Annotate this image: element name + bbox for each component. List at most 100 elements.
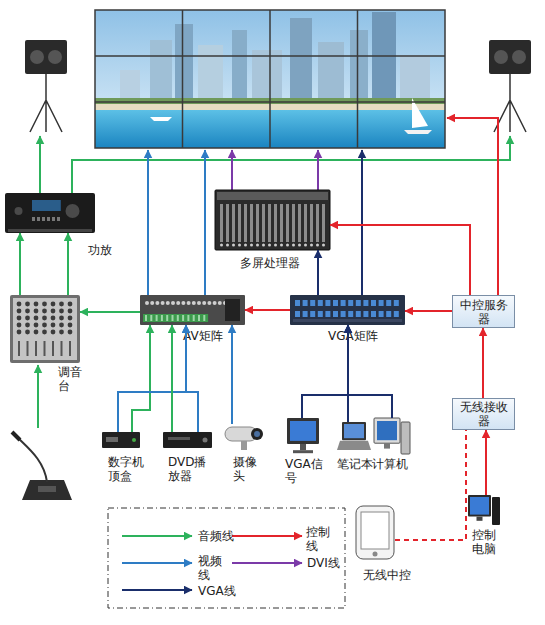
device-part (25, 330, 30, 335)
device-part (47, 217, 50, 221)
device-part (250, 244, 253, 247)
equipment-wires (38, 118, 510, 428)
device-part (251, 428, 263, 440)
signal-line (347, 325, 349, 422)
device-part (51, 302, 56, 307)
device-part (25, 323, 30, 328)
device-part (171, 301, 175, 305)
computer: 计算机 (374, 418, 410, 454)
device-part (373, 552, 378, 557)
device-part (34, 323, 39, 328)
device-icon (10, 295, 80, 363)
device-part (42, 217, 45, 221)
legend-line-sample (122, 562, 192, 564)
device-part (198, 315, 200, 321)
device-part (333, 311, 338, 317)
device-part (42, 316, 47, 321)
set-top-box: 数字机顶盒 (102, 432, 140, 448)
device-part (274, 244, 277, 247)
laptop: 笔记本 (337, 422, 371, 450)
device-part (193, 315, 195, 321)
legend-line-sample (232, 535, 302, 537)
signal-line (330, 225, 470, 295)
device-part (377, 421, 397, 440)
device-part (322, 204, 325, 242)
device-part (238, 204, 241, 242)
device-label: 无线中控 (363, 568, 423, 582)
device-icon (163, 432, 212, 448)
device-part (52, 217, 55, 221)
device-part (232, 204, 235, 242)
device-part (17, 302, 22, 307)
boat (150, 117, 172, 121)
device-label-block: 控制电脑 (472, 528, 500, 556)
device-part (18, 341, 20, 356)
device-label: VGA矩阵 (328, 329, 388, 343)
amplifier: 功放 (5, 193, 95, 233)
legend-line-sample (122, 535, 192, 537)
bezel (269, 10, 271, 148)
device-part (342, 422, 366, 440)
device-part (213, 301, 217, 305)
video-wire (147, 150, 149, 295)
device-part (348, 300, 353, 306)
control-computer: 控制电脑 (468, 495, 500, 525)
signal-line (19, 233, 21, 295)
device-part (348, 311, 353, 317)
device-label: DVD播放器 (168, 455, 210, 483)
device-part (187, 315, 189, 321)
device-part (51, 316, 56, 321)
device-part (34, 302, 39, 307)
device-part (274, 204, 277, 242)
device-part (280, 204, 283, 242)
device-part (232, 244, 235, 247)
device-part (150, 301, 154, 305)
device-part (34, 316, 39, 321)
signal-line (348, 325, 392, 418)
device-part (37, 217, 40, 221)
device-part (150, 315, 152, 321)
device-part (102, 432, 140, 448)
device-part (145, 315, 147, 321)
device-part (32, 217, 35, 221)
device-part (68, 323, 73, 328)
device-part (17, 309, 22, 314)
device-part (298, 204, 301, 242)
device-part (384, 443, 390, 448)
device-label: 调音台 (58, 365, 86, 393)
device-part (333, 300, 338, 306)
device-part (106, 437, 118, 442)
device-part (42, 302, 47, 307)
device-part (220, 204, 223, 242)
device-part (268, 204, 271, 242)
legend-label: 视频线 (198, 554, 224, 582)
device-label: 多屏处理器 (240, 256, 320, 270)
device-part (386, 300, 391, 306)
dvi-wire (317, 150, 319, 190)
device-part (286, 244, 289, 247)
device-part (218, 301, 222, 305)
device-part (163, 432, 212, 448)
building (150, 40, 172, 105)
legend-line-sample (122, 589, 192, 591)
device-part (220, 244, 223, 247)
device-part (310, 204, 313, 242)
device-part (17, 316, 22, 321)
device-part (300, 444, 306, 450)
device-part (492, 497, 500, 525)
device-label-block: 笔记本 (337, 457, 377, 471)
device-part (140, 295, 245, 325)
device-part (59, 323, 64, 328)
signal-line (485, 430, 487, 495)
device-part (371, 300, 376, 306)
device-part (316, 244, 319, 247)
device-part (341, 311, 346, 317)
bezel (95, 55, 445, 57)
bezel (95, 101, 445, 103)
device-part (27, 341, 29, 356)
signal-line (245, 309, 290, 311)
vga-matrix: VGA矩阵 (290, 295, 405, 325)
device-icon (215, 190, 330, 250)
device-label-block: 多屏处理器 (240, 256, 320, 270)
